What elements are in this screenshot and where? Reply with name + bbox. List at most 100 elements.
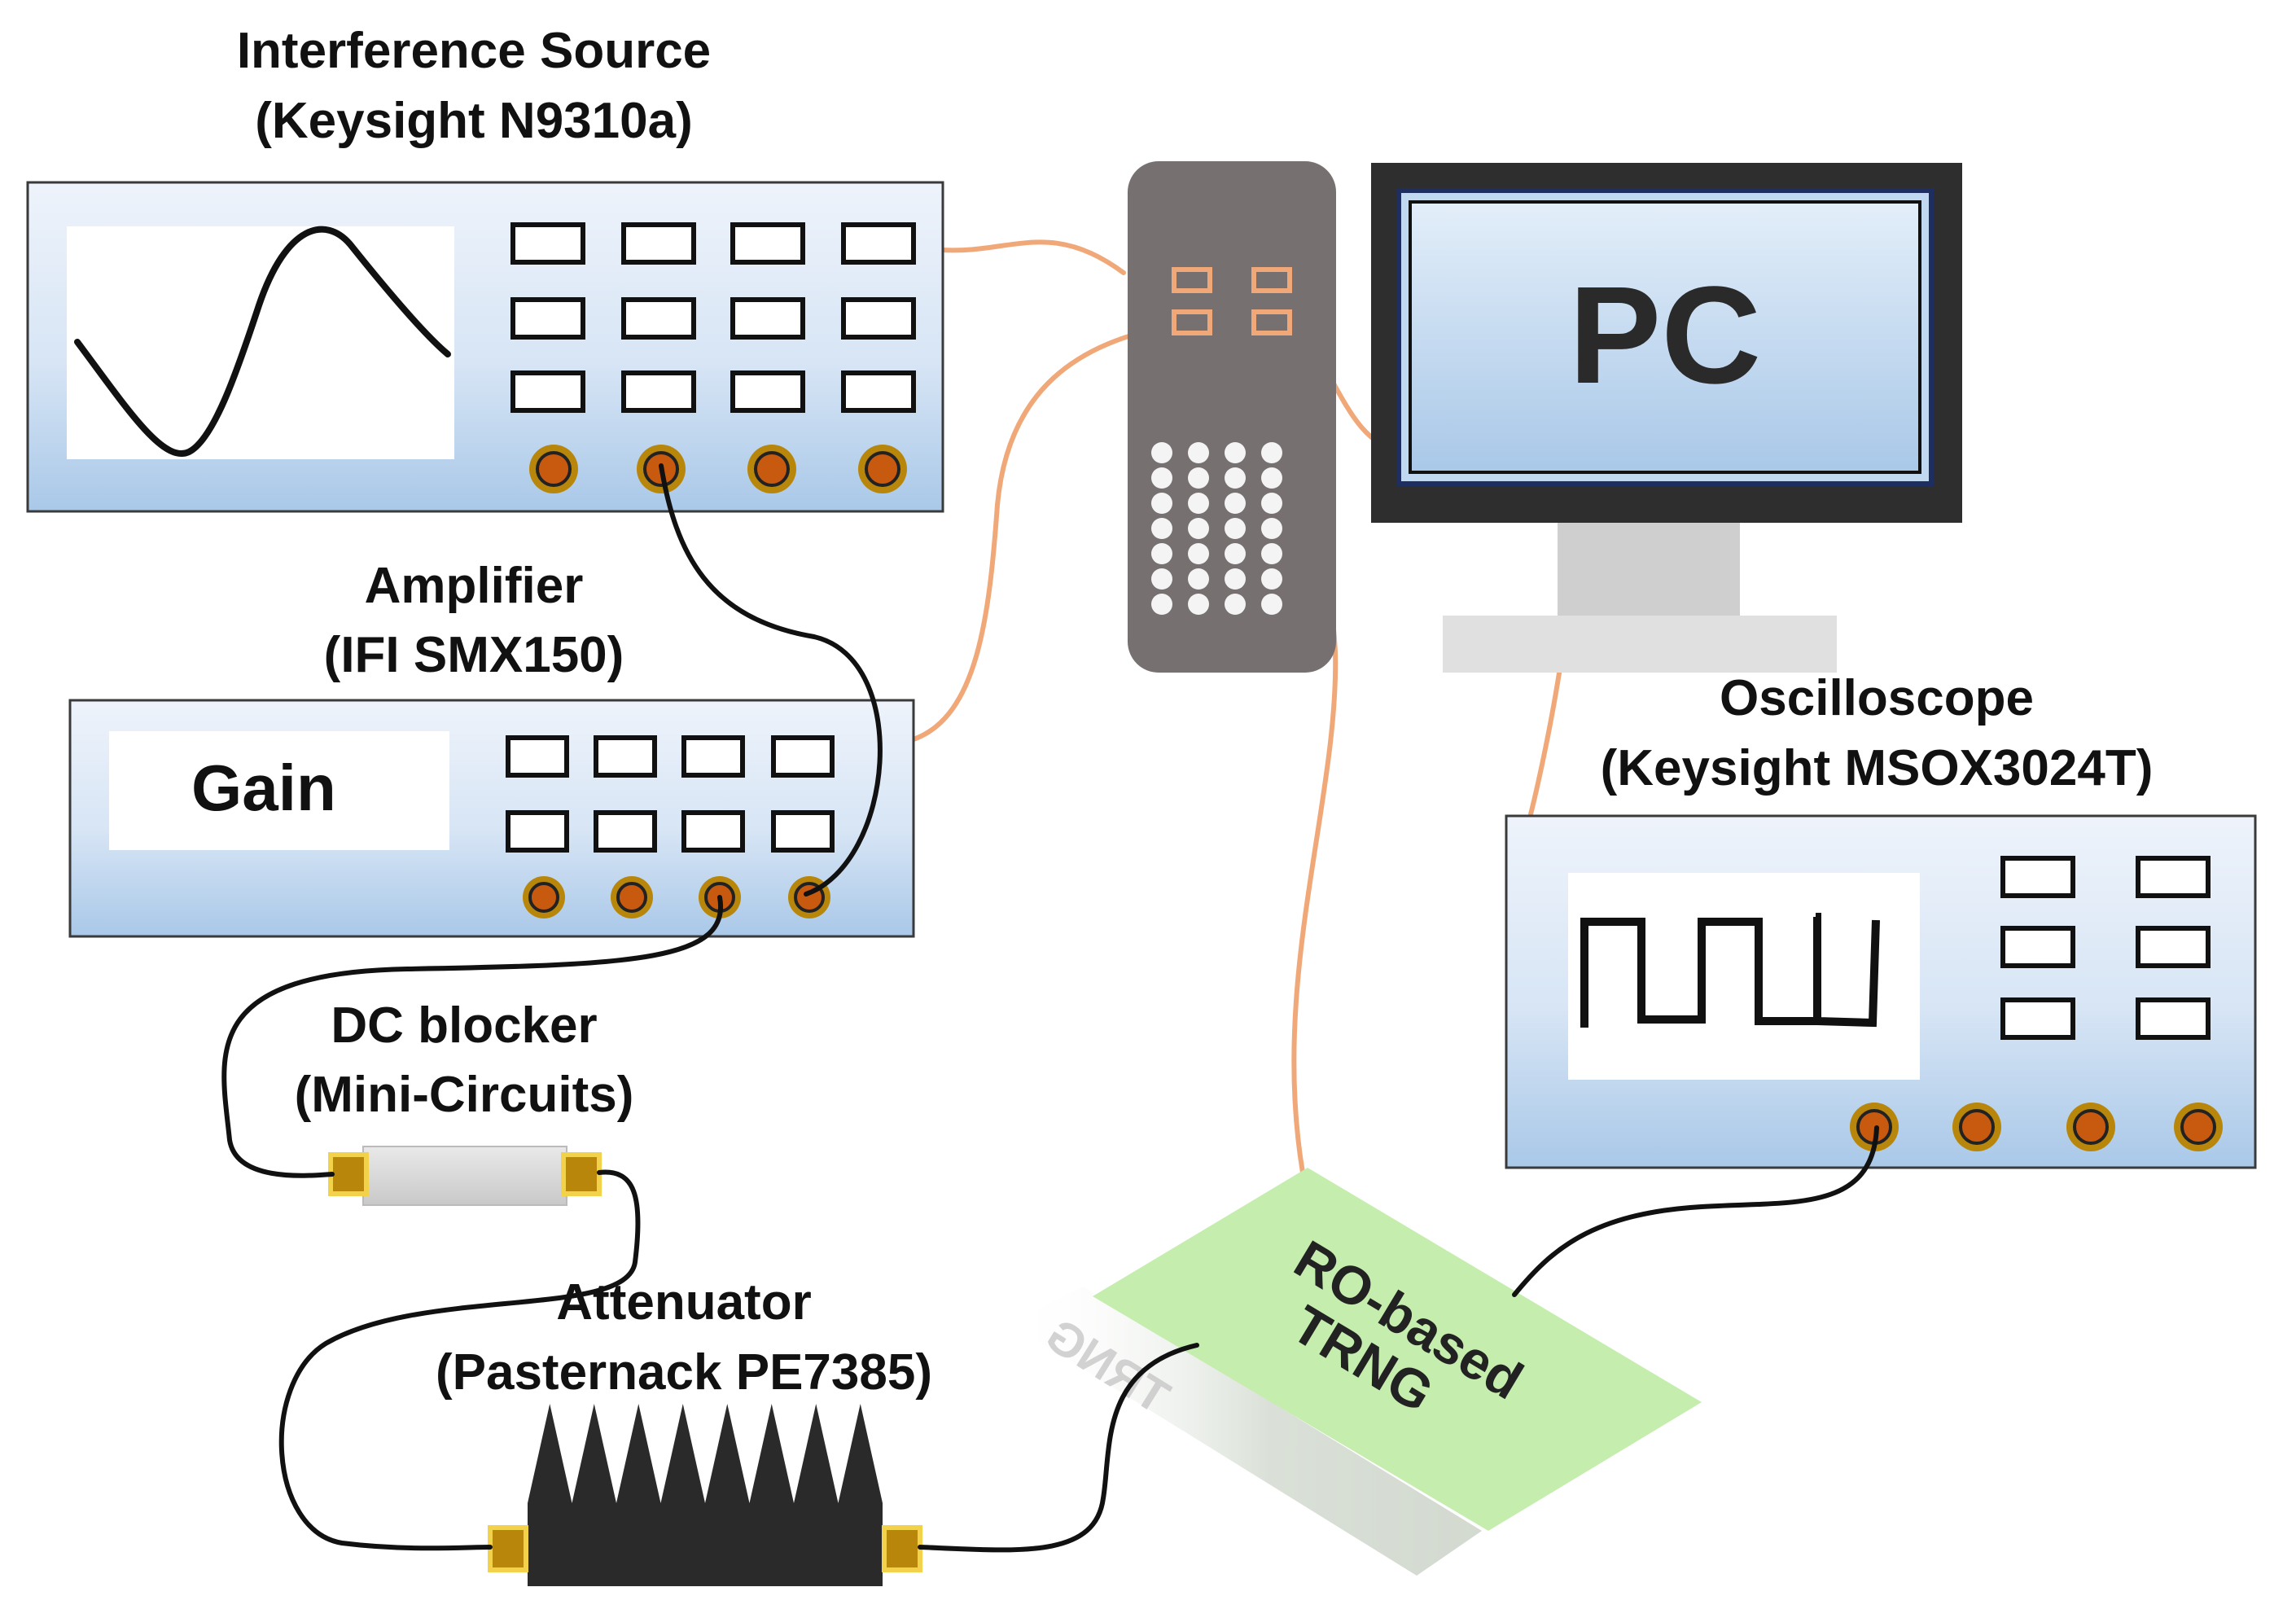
- amplifier-button: [506, 810, 569, 853]
- trng-board: RO-based TRNG: [1093, 1168, 1702, 1531]
- square-wave-icon: [1580, 913, 1880, 1028]
- vent-hole: [1261, 442, 1282, 463]
- rf-connector-core: [2073, 1109, 2109, 1145]
- rf-cable-trng-to-oscilloscope: [1512, 1125, 1879, 1297]
- oscilloscope-button: [2000, 926, 2075, 968]
- generator-button: [730, 370, 805, 413]
- generator-button: [730, 222, 805, 265]
- trng-shadow: [1010, 1287, 1482, 1576]
- dc-blocker-device: [328, 1146, 602, 1206]
- generator-button: [730, 297, 805, 340]
- usb-port-icon: [1172, 309, 1212, 335]
- vent-hole: [1261, 493, 1282, 514]
- data-cable-amplifier-to-pc: [911, 322, 1181, 742]
- heatsink-icon: [528, 1404, 883, 1586]
- vent-hole: [1225, 518, 1246, 539]
- amplifier-button: [681, 810, 745, 853]
- interference-source-screen: [67, 226, 454, 459]
- amplifier-buttons: [506, 735, 835, 853]
- dc-blocker-body: [362, 1146, 567, 1206]
- sine-wave-icon: [74, 226, 451, 457]
- interference-source-model-label: (Keysight N9310a): [255, 93, 693, 149]
- vent-hole: [1151, 543, 1172, 564]
- rf-connector-core: [2180, 1109, 2216, 1145]
- rf-connector-core: [536, 451, 572, 487]
- amplifier-device: Gain: [68, 699, 915, 938]
- vent-hole: [1151, 442, 1172, 463]
- amplifier-button: [594, 735, 657, 778]
- rf-cable-dc-blocker-to-attenuator: [278, 1169, 641, 1551]
- pc-label: PC: [1569, 258, 1761, 413]
- monitor-stand-base: [1443, 616, 1837, 673]
- oscilloscope-button: [2136, 926, 2211, 968]
- amplifier-button: [681, 735, 745, 778]
- pc-tower-vent-grille: [1151, 442, 1282, 615]
- rf-connector-core: [1959, 1109, 1995, 1145]
- vent-hole: [1151, 568, 1172, 590]
- interference-source-connectors: [529, 445, 907, 493]
- vent-hole: [1261, 518, 1282, 539]
- dc-blocker-model-label: (Mini-Circuits): [295, 1067, 634, 1123]
- dc-blocker-label: DC blocker: [331, 997, 597, 1054]
- attenuator-label: Attenuator: [556, 1274, 811, 1331]
- amplifier-button: [771, 735, 835, 778]
- amplifier-button: [594, 810, 657, 853]
- oscilloscope-button: [2000, 997, 2075, 1040]
- usb-port-icon: [1172, 267, 1212, 293]
- pc-tower: [1128, 161, 1336, 673]
- oscilloscope-button: [2000, 856, 2075, 898]
- vent-hole: [1225, 493, 1246, 514]
- vent-hole: [1188, 493, 1209, 514]
- trng-board-surface: [1093, 1168, 1702, 1531]
- generator-button: [510, 222, 585, 265]
- amplifier-label: Amplifier: [365, 558, 584, 614]
- vent-hole: [1261, 568, 1282, 590]
- vent-hole: [1188, 467, 1209, 489]
- oscilloscope-button: [2136, 856, 2211, 898]
- vent-hole: [1261, 594, 1282, 615]
- vent-hole: [1261, 543, 1282, 564]
- generator-button: [841, 222, 916, 265]
- rf-connector-icon: [488, 1525, 528, 1572]
- oscilloscope-buttons: [2000, 856, 2211, 1040]
- monitor-screen-inner: [1409, 200, 1921, 474]
- vent-hole: [1261, 467, 1282, 489]
- usb-port-icon: [1251, 267, 1292, 293]
- rf-connector-core: [616, 882, 647, 913]
- vent-hole: [1225, 543, 1246, 564]
- rf-connector-icon: [882, 1525, 922, 1572]
- oscilloscope-model-label: (Keysight MSOX3024T): [1601, 740, 2154, 796]
- vent-hole: [1225, 467, 1246, 489]
- data-cable-signal-gen-to-pc: [940, 239, 1126, 275]
- vent-hole: [1151, 493, 1172, 514]
- monitor-stand-neck: [1558, 521, 1740, 617]
- generator-button: [621, 297, 696, 340]
- oscilloscope-label: Oscilloscope: [1720, 670, 2034, 726]
- rf-connector-core: [754, 451, 790, 487]
- vent-hole: [1225, 442, 1246, 463]
- amplifier-button: [771, 810, 835, 853]
- oscilloscope-screen: [1568, 873, 1920, 1080]
- generator-button: [621, 370, 696, 413]
- interference-source-device: [26, 181, 944, 513]
- interference-source-buttons: [510, 222, 916, 413]
- rf-cable-attenuator-to-trng: [918, 1343, 1199, 1553]
- interference-source-label: Interference Source: [237, 23, 711, 79]
- vent-hole: [1225, 568, 1246, 590]
- attenuator-model-label: (Pasternack PE7385): [436, 1344, 932, 1401]
- amplifier-model-label: (IFI SMX150): [324, 627, 624, 683]
- oscilloscope-device: [1505, 814, 2257, 1169]
- rf-connector-core: [865, 451, 900, 487]
- generator-button: [841, 370, 916, 413]
- generator-button: [841, 297, 916, 340]
- rf-cable-signal-gen-to-amplifier: [659, 463, 883, 897]
- usb-port-icon: [1251, 309, 1292, 335]
- rf-connector-icon: [328, 1152, 369, 1196]
- amplifier-display: [109, 731, 449, 850]
- pc-monitor: PC: [1371, 163, 1962, 673]
- vent-hole: [1151, 518, 1172, 539]
- generator-button: [510, 297, 585, 340]
- vent-hole: [1225, 594, 1246, 615]
